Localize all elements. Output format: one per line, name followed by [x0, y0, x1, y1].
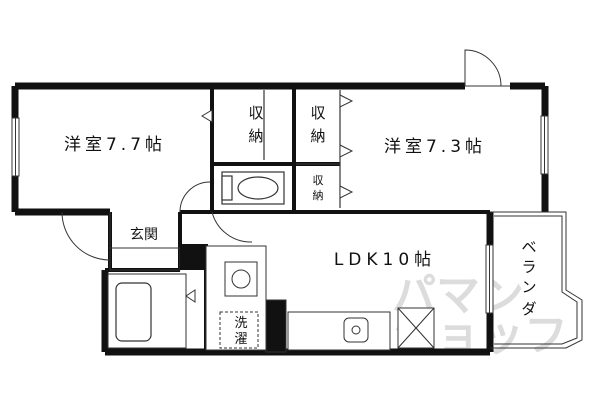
room-label-western-right: 洋室7.3帖 [384, 137, 486, 157]
washroom [205, 245, 287, 353]
windows [11, 115, 549, 314]
storage-left-label-2: 納 [248, 127, 263, 145]
veranda-label-1: ベ [521, 238, 536, 256]
room-label-ldk: LDK10帖 [334, 250, 436, 270]
bathroom [107, 244, 208, 352]
storage-left-label-1: 収 [248, 104, 263, 122]
kitchen [287, 307, 435, 351]
storage-right-small-label-1: 収 [313, 174, 324, 187]
room-label-entrance: 玄関 [130, 226, 158, 243]
entrance-step [109, 247, 181, 271]
laundry-label-1: 洗 [234, 316, 247, 331]
veranda-label-3: ン [521, 278, 536, 296]
toilet [221, 171, 285, 205]
veranda-label-2: ラ [521, 258, 536, 276]
room-label-western-left: 洋室7.7帖 [64, 135, 166, 155]
interior-walls [105, 86, 490, 272]
storage-right-top-label-1: 収 [310, 104, 325, 122]
veranda-outline [490, 211, 583, 349]
storage-right-top-label-2: 納 [310, 127, 325, 145]
storage-right-small-label-2: 納 [313, 189, 324, 202]
laundry-label-2: 濯 [234, 332, 247, 347]
door-arcs [61, 49, 510, 261]
veranda-label-4: ダ [521, 300, 536, 318]
closet-markers [185, 94, 354, 303]
